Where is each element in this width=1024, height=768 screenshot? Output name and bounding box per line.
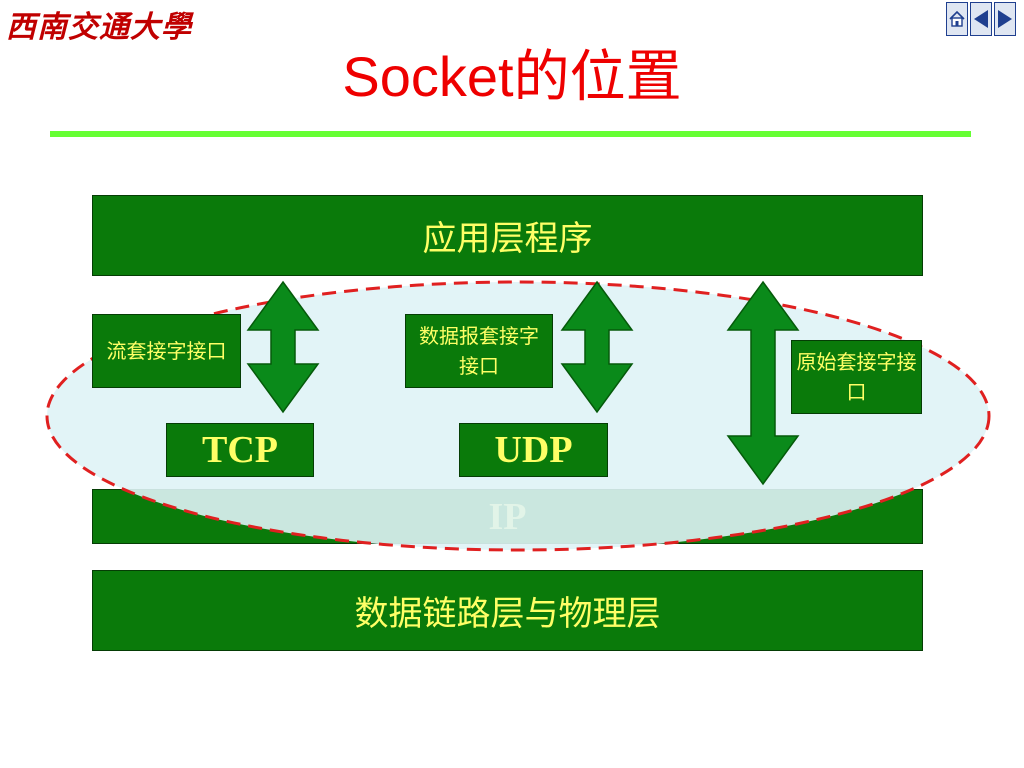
datagram-socket-label: 数据报套接字接口: [419, 324, 539, 378]
raw-socket-box: 原始套接字接口: [791, 340, 922, 414]
back-button[interactable]: [970, 2, 992, 36]
tcp-label: TCP: [202, 429, 278, 471]
tcp-box: TCP: [166, 423, 314, 477]
forward-arrow-icon: [998, 10, 1012, 28]
application-layer-box: 应用层程序: [92, 195, 923, 276]
datagram-socket-box: 数据报套接字接口: [405, 314, 553, 388]
udp-box: UDP: [459, 423, 608, 477]
title-underline: [50, 131, 971, 137]
slide-title: Socket的位置: [342, 45, 682, 108]
forward-button[interactable]: [994, 2, 1016, 36]
datalink-physical-layer-box: 数据链路层与物理层: [92, 570, 923, 651]
back-arrow-icon: [974, 10, 988, 28]
arrow-app-to-udp: [560, 280, 634, 414]
home-icon: [949, 10, 965, 27]
home-button[interactable]: [946, 2, 968, 36]
slide-nav: [946, 2, 1016, 36]
raw-socket-label: 原始套接字接口: [796, 350, 917, 404]
stream-socket-box: 流套接字接口: [92, 314, 241, 388]
arrow-app-to-ip: [726, 280, 800, 486]
arrow-app-to-tcp: [246, 280, 320, 414]
application-layer-label: 应用层程序: [422, 219, 593, 259]
stream-socket-label: 流套接字接口: [106, 339, 227, 363]
datalink-physical-layer-label: 数据链路层与物理层: [354, 594, 661, 634]
udp-label: UDP: [494, 429, 573, 471]
university-logo: 西南交通大學: [6, 10, 192, 45]
